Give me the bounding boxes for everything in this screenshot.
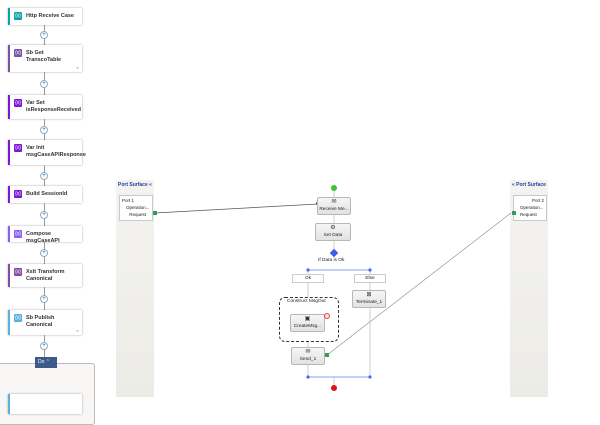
operation-name: Operation... [520,205,544,210]
terminate-shape[interactable]: ⊠ Terminate_1 [352,290,386,308]
terminate-label: Terminate_1 [355,300,383,305]
add-step-icon[interactable]: + [40,171,48,180]
port-name: Port 2 [531,198,544,203]
receive-label: Receive Me... [319,207,349,212]
add-step-icon[interactable]: + [40,79,48,88]
add-step-icon[interactable]: + [40,125,48,134]
step-card[interactable]: {x} Xslt Transform Canonical [8,264,82,287]
port-surface-title: Port Surface [118,182,148,188]
port-surface-title: Port Surface [516,182,546,188]
variable-icon: {x} [14,99,22,107]
step-card[interactable]: {x} Http Receive Case [8,8,82,25]
step-card[interactable]: {x} Compose msgCaseAPI [8,226,82,244]
step-card[interactable]: {x} Var Init msgCaseAPIResponse [8,140,86,165]
message-name: Request [520,212,537,217]
port-2[interactable]: Port 2 Operation... Request [513,195,547,221]
add-step-icon[interactable]: + [40,31,48,39]
service-bus-icon: {x} [14,314,22,322]
create-label: CreateMsg... [293,324,322,329]
send-icon: ✉ [305,349,311,355]
do-first-step-card[interactable] [8,394,82,414]
error-icon [324,313,330,319]
step-title: Var Set isResponseReceived [26,100,82,113]
end-shape [331,385,337,391]
create-message-shape[interactable]: ▣ CreateMsg... [290,314,325,332]
set-data-shape[interactable]: ⚙ Set Data [315,223,351,241]
variable-icon: {x} [14,144,22,152]
step-title: Compose msgCaseAPI [26,231,60,244]
add-step-icon[interactable]: + [40,249,48,257]
http-icon: {x} [14,12,22,20]
expression-icon: ⚙ [330,225,336,231]
step-card[interactable]: {x} Sb Publish Canonical ∞ [8,310,82,335]
message-assignment-icon: ▣ [304,316,311,322]
receive-shape[interactable]: ✉ Receive Me... [317,197,351,215]
branch-else[interactable]: Else [354,274,386,283]
step-title: Sb Publish Canonical [26,315,55,328]
send-shape[interactable]: ✉ Send_1 [291,347,325,365]
add-step-icon[interactable]: + [40,210,48,219]
step-title: Build SessionId [26,191,68,197]
compose-icon: {x} [14,230,22,238]
decide-label: If Data is Ok [318,258,345,263]
port-1[interactable]: Port 1 Operation... Request [119,195,153,221]
collapse-icon[interactable]: « [149,182,152,188]
add-step-icon[interactable]: + [40,294,48,303]
do-scope-header[interactable]: Do ⌃ [35,357,57,368]
variable-icon: {x} [14,190,22,198]
step-title: Xslt Transform Canonical [26,269,65,282]
construct-label: Construct MsgOut [287,299,326,304]
receive-icon: ✉ [331,199,337,205]
set-data-label: Set Data [323,233,343,238]
left-port-surface: Port Surface « Port 1 Operation... Reque… [116,180,154,397]
branch-ok[interactable]: Ok [292,274,324,283]
chevron-up-icon: ⌃ [45,359,50,365]
do-label: Do [38,359,45,365]
send-label: Send_1 [299,357,317,362]
step-title: Var Init msgCaseAPIResponse [26,145,86,158]
step-title: Sb Get TranscoTable [26,50,62,63]
collapse-icon[interactable]: « [512,182,515,188]
step-card[interactable]: {x} Build SessionId [8,186,82,203]
step-title: Http Receive Case [26,13,74,19]
add-step-icon[interactable]: + [40,342,48,350]
terminate-icon: ⊠ [366,292,372,298]
step-card[interactable]: {x} Var Set isResponseReceived [8,95,82,119]
link-icon: ∞ [76,65,79,70]
message-name: Request [129,212,146,217]
service-bus-icon: {x} [14,49,22,57]
right-port-surface: « Port Surface Port 2 Operation... Reque… [510,180,548,397]
operation-name: Operation... [126,205,150,210]
step-card[interactable]: {x} Sb Get TranscoTable ∞ [8,45,82,72]
start-shape [331,185,337,191]
link-icon: ∞ [76,328,79,333]
port-name: Port 1 [122,198,135,203]
xslt-icon: {x} [14,268,22,276]
